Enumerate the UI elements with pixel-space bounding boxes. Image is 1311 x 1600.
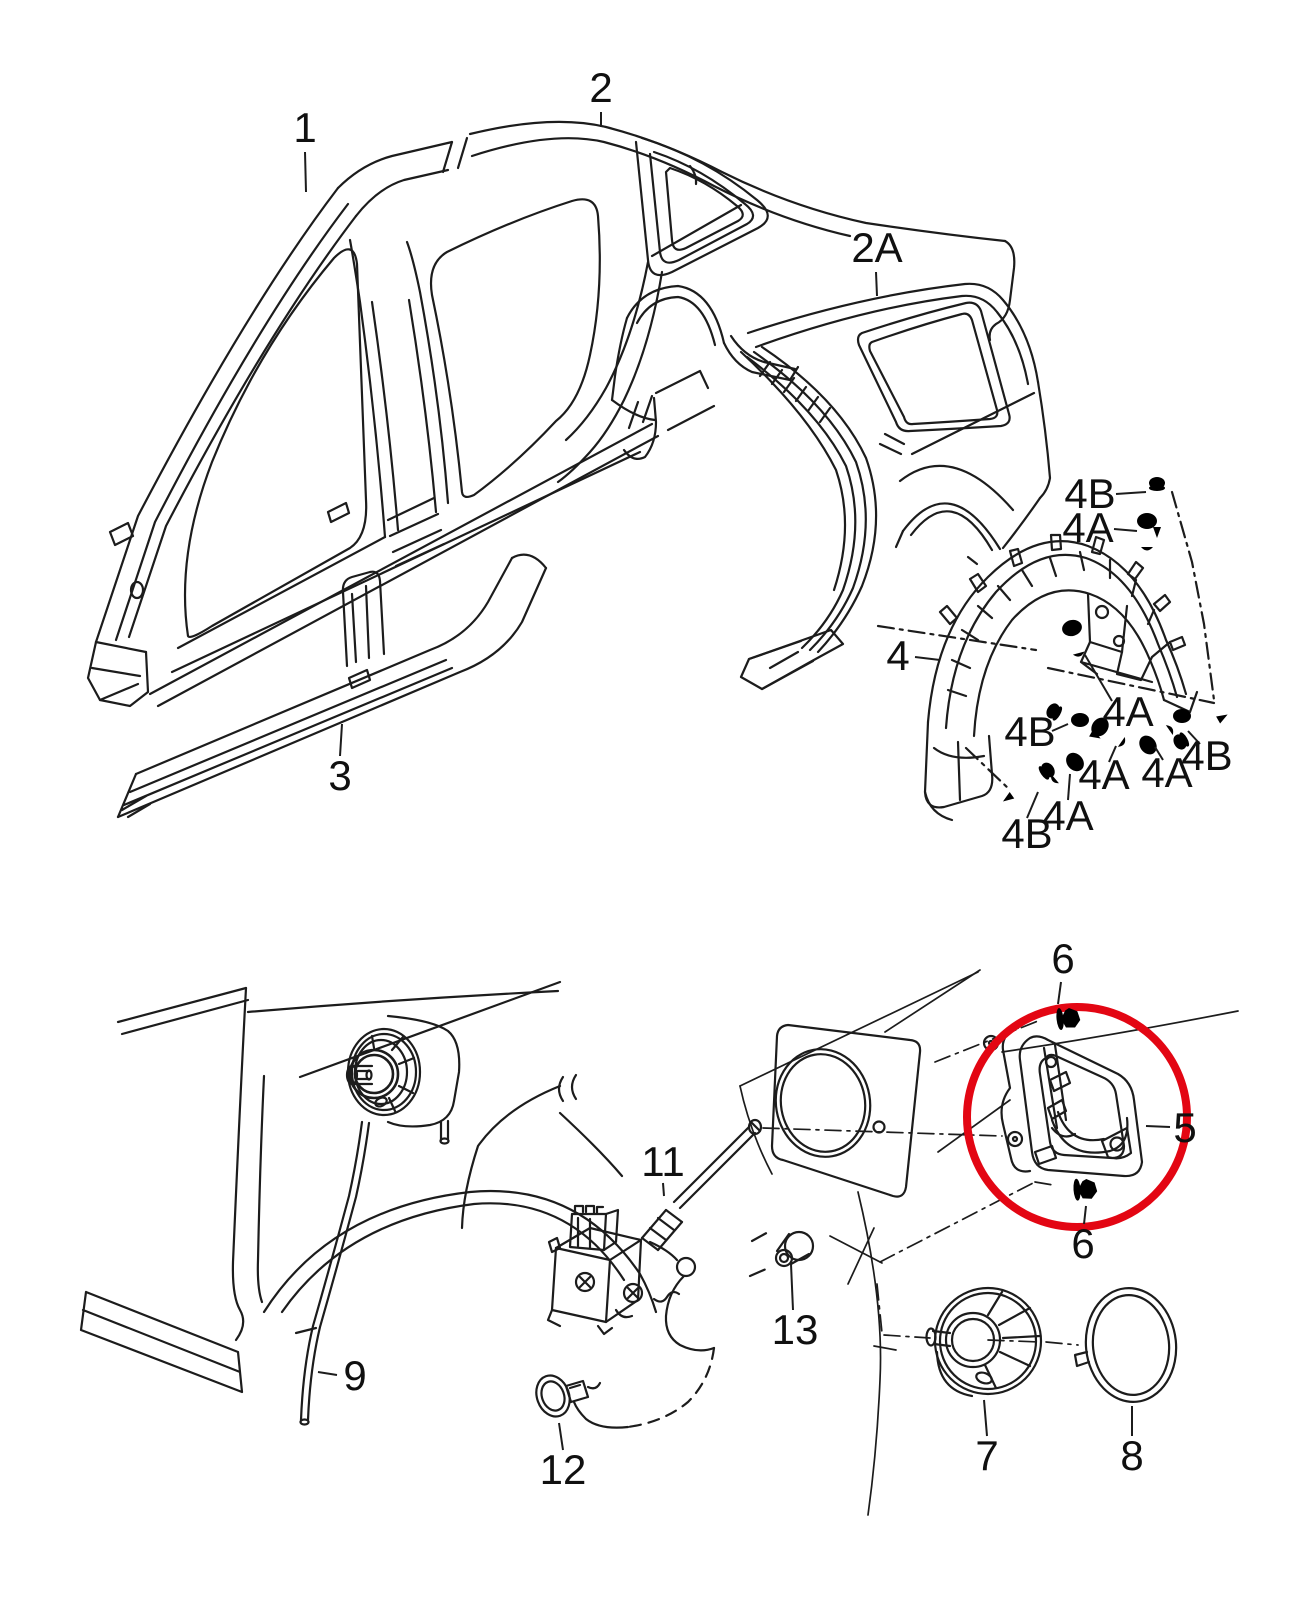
part-4a-3-label[interactable]: 4A (1078, 751, 1129, 798)
body-side-frame (86, 136, 660, 708)
part-4b-4-leader (1026, 791, 1039, 819)
washer-icon (1071, 713, 1089, 727)
quarter-panel-2a (739, 282, 1052, 691)
part-13-label[interactable]: 13 (772, 1306, 819, 1353)
rear-quarter-view (79, 980, 658, 1426)
part-6-bottom-label[interactable]: 6 (1071, 1220, 1094, 1267)
part-2a-label[interactable]: 2A (851, 224, 902, 271)
part-4b-4-label[interactable]: 4B (1001, 810, 1052, 857)
wheel-arch-liner (876, 490, 1216, 822)
selected-part-circle (963, 1003, 1191, 1231)
lock-actuator (546, 1118, 763, 1429)
fuel-cap (925, 1286, 1043, 1398)
highlight-layer (963, 1003, 1191, 1231)
part-8-label[interactable]: 8 (1120, 1432, 1143, 1479)
part-4-leader (914, 656, 941, 661)
part-4a-3-leader (1108, 745, 1117, 763)
sill-panel (116, 553, 548, 819)
part-2-label[interactable]: 2 (589, 64, 612, 111)
part-4b-2-label[interactable]: 4B (1004, 708, 1055, 755)
part-12-leader (558, 1422, 564, 1451)
fuel-flap-unit (982, 1026, 1144, 1178)
part-4a-4-label[interactable]: 4A (1141, 749, 1192, 796)
part-4a-5-leader (1067, 773, 1071, 801)
part-1-leader (304, 151, 307, 193)
part-4b-3-leader (1187, 730, 1201, 745)
part-1-label[interactable]: 1 (293, 104, 316, 151)
part-3-label[interactable]: 3 (328, 752, 351, 799)
roof-frame-rear-section (468, 120, 1016, 484)
body-fragment-lines (739, 969, 1239, 1516)
part-4a-5-label[interactable]: 4A (1042, 792, 1093, 839)
part-3-leader (339, 723, 343, 757)
part-4b-3-label[interactable]: 4B (1181, 732, 1232, 779)
part-4a-1-leader (1113, 528, 1138, 532)
part-7-leader (983, 1399, 988, 1437)
part-7-label[interactable]: 7 (975, 1432, 998, 1479)
part-4-label[interactable]: 4 (886, 632, 909, 679)
screw-4a-icon (1137, 513, 1157, 551)
part-5-leader (1145, 1125, 1171, 1128)
sealing-ring (1073, 1287, 1178, 1403)
recess-seal-plate (770, 1023, 922, 1198)
part-4b-2-leader (1051, 723, 1069, 732)
part-4a-4-leader (1154, 746, 1164, 761)
washer-icon (1173, 709, 1191, 723)
part-4a-1-label[interactable]: 4A (1062, 504, 1113, 551)
screw-4b-icon (1149, 477, 1165, 538)
part-4a-2-leader (1084, 654, 1113, 702)
part-6-top-leader (1057, 981, 1062, 1005)
part-4b-1-leader (1115, 491, 1147, 495)
grommet (748, 1229, 815, 1278)
part-11-leader (662, 1182, 665, 1197)
part-4b-1-label[interactable]: 4B (1064, 470, 1115, 517)
part-5-label[interactable]: 5 (1173, 1104, 1196, 1151)
part-9-label[interactable]: 9 (343, 1352, 366, 1399)
part-6-bottom-leader (1083, 1205, 1087, 1225)
tether-ring (535, 1374, 590, 1418)
alignment-dash-lines (762, 1020, 1079, 1346)
part-2a-leader (875, 271, 878, 297)
part-11-label[interactable]: 11 (641, 1138, 685, 1185)
hex-screw-6-icon (1054, 1177, 1098, 1203)
part-13-leader (790, 1263, 794, 1311)
part-12-label[interactable]: 12 (540, 1446, 587, 1493)
part-6-top-label[interactable]: 6 (1051, 935, 1074, 982)
part-4a-2-label[interactable]: 4A (1102, 688, 1153, 735)
part-9-leader (317, 1371, 338, 1376)
